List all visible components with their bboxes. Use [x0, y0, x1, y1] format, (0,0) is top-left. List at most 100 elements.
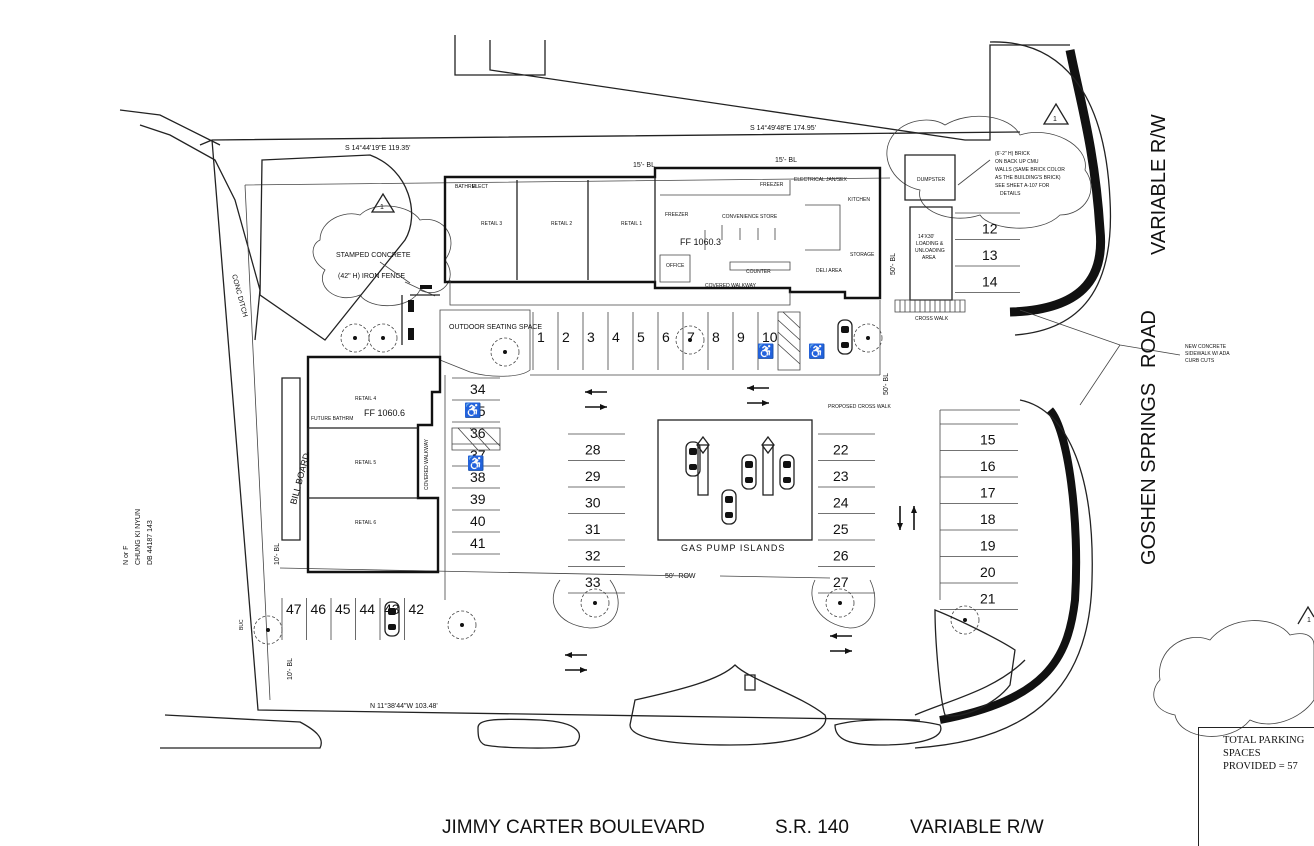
- car-icon: [721, 489, 737, 525]
- tree-icon: [580, 588, 610, 618]
- arrow-right-icon: [747, 400, 769, 406]
- bathroom-label: BATHRM: [455, 184, 476, 190]
- ada-symbol-icon: ♿: [757, 343, 774, 360]
- buc-label: BUC: [239, 619, 245, 630]
- parking-lot-edge: [444, 300, 1020, 629]
- setback-label: 50'- BL: [883, 373, 890, 395]
- deli-label: DELI AREA: [816, 268, 843, 274]
- stall-number: 16: [980, 458, 996, 474]
- stall-number: 42: [409, 601, 425, 617]
- tree-icon: [368, 323, 398, 353]
- retail-2-label: RETAIL 2: [551, 221, 572, 227]
- driveway-island: [744, 674, 756, 691]
- proposed-crosswalk-label: PROPOSED CROSS WALK: [828, 404, 892, 410]
- stall-number: 5: [637, 329, 645, 345]
- future-bath-label: FUTURE BATHRM: [311, 416, 353, 422]
- adjacent-parcel-line: [454, 35, 1070, 141]
- adjacent-parcel-line-west: [119, 109, 261, 341]
- brick-note-line: (6'-2" H) BRICK: [995, 151, 1031, 157]
- car-icon: [685, 441, 701, 477]
- arrow-right-icon: [565, 667, 587, 673]
- ada-symbol-icon: ♿: [464, 402, 481, 419]
- tree-icon: [253, 615, 283, 645]
- bench: [408, 300, 414, 312]
- owner-line-3: DB 44187 143: [147, 520, 154, 565]
- median-island: [834, 719, 942, 746]
- ada-aisle-hatch: [451, 311, 801, 451]
- pump-island: [696, 435, 710, 496]
- stall-number: 22: [833, 442, 849, 458]
- stall-number: 24: [833, 495, 849, 511]
- kitchen-label: KITCHEN: [848, 197, 870, 203]
- road-suffix: ROAD: [1138, 310, 1160, 368]
- setback-label: 15'- BL: [633, 162, 655, 169]
- stall-number: 3: [587, 329, 595, 345]
- stall-number: 9: [737, 329, 745, 345]
- west-building: RETAIL 4 RETAIL 5 RETAIL 6 FF 1060.6 FUT…: [306, 355, 442, 574]
- arrow-right-icon: [585, 404, 607, 410]
- road-name: GOSHEN SPRINGS: [1138, 383, 1160, 565]
- stall-number: 45: [335, 601, 351, 617]
- car-icon: [384, 601, 400, 637]
- stall-number: 2: [562, 329, 570, 345]
- revision-triangle-east: 1: [1042, 102, 1070, 125]
- loading-line-1: 14'X30': [918, 234, 934, 240]
- row-label: 50'- ROW: [665, 573, 696, 580]
- stall-number: 33: [585, 574, 601, 590]
- revision-triangle-label: 1: [1307, 617, 1311, 624]
- stall-number: 29: [585, 468, 601, 484]
- east-sidewalk-north: [1009, 49, 1106, 317]
- setback-label: 10'- BL: [274, 543, 281, 565]
- stall-number: 25: [833, 521, 849, 537]
- owner-line-1: N or F: [123, 546, 130, 565]
- parking-summary-box: TOTAL PARKING SPACES PROVIDED = 57: [1198, 727, 1314, 846]
- bearing-north-line: S 14°49'48"E 174.95': [750, 124, 816, 132]
- dumpster-label: DUMPSTER: [917, 177, 945, 183]
- ada-symbol-icon: ♿: [808, 343, 825, 360]
- stall-number: 32: [585, 548, 601, 564]
- elect-label: ELECT: [472, 184, 488, 190]
- summary-line-3: PROVIDED = 57: [1223, 761, 1298, 772]
- stamped-concrete-label: STAMPED CONCRETE: [336, 252, 411, 259]
- convenience-store-label: CONVENIENCE STORE: [722, 214, 778, 220]
- stall-number: 8: [712, 329, 720, 345]
- tree-icon: [447, 610, 477, 640]
- row-line: [279, 567, 831, 579]
- crosswalk-label: CROSS WALK: [915, 316, 949, 322]
- janitor-label: JAN/SEX: [826, 177, 848, 183]
- arrow-left-icon: [565, 652, 587, 658]
- traffic-arrows: [565, 385, 917, 673]
- east-road-label: GOSHEN SPRINGS ROAD VARIABLE R/W: [1138, 114, 1170, 565]
- crosswalk-stripes: [894, 299, 966, 313]
- setback-label: 10'- BL: [287, 658, 294, 680]
- sidewalk-note-line: NEW CONCRETE: [1185, 344, 1227, 350]
- ff-elevation-west: FF 1060.6: [364, 408, 405, 418]
- outdoor-seating-area: [439, 309, 531, 377]
- stall-number: 30: [585, 495, 601, 511]
- median-island: [629, 664, 827, 746]
- billboard-outline: [281, 377, 301, 541]
- tree-icon: [825, 588, 855, 618]
- stall-number: 31: [585, 521, 601, 537]
- stall-number: 20: [980, 564, 996, 580]
- north-building: RETAIL 3 RETAIL 2 RETAIL 1 BATHRM ELECT …: [443, 166, 882, 306]
- revision-triangle-label: 1: [1053, 116, 1057, 123]
- owner-line-2: CHUNG KI NYUN: [135, 509, 142, 565]
- office-label: OFFICE: [666, 263, 685, 269]
- east-road-edge: [914, 41, 1112, 749]
- arrow-left-icon: [585, 389, 607, 395]
- revision-cloud-west: [312, 205, 452, 307]
- pump-island: [761, 435, 775, 496]
- southeast-curb: [914, 659, 1026, 716]
- stall-number: 36: [470, 425, 486, 441]
- stall-number: 47: [286, 601, 302, 617]
- brick-note-line: SEE SHEET A-107 FOR: [995, 183, 1050, 189]
- stall-number: 17: [980, 485, 996, 501]
- stall-number: 41: [470, 535, 486, 551]
- stall-number: 19: [980, 538, 996, 554]
- revision-triangle-west: 1: [370, 192, 396, 213]
- stall-number: 44: [360, 601, 376, 617]
- retail-1-label: RETAIL 1: [621, 221, 642, 227]
- inner-boundary: [244, 177, 891, 701]
- road-route: S.R. 140: [775, 817, 849, 838]
